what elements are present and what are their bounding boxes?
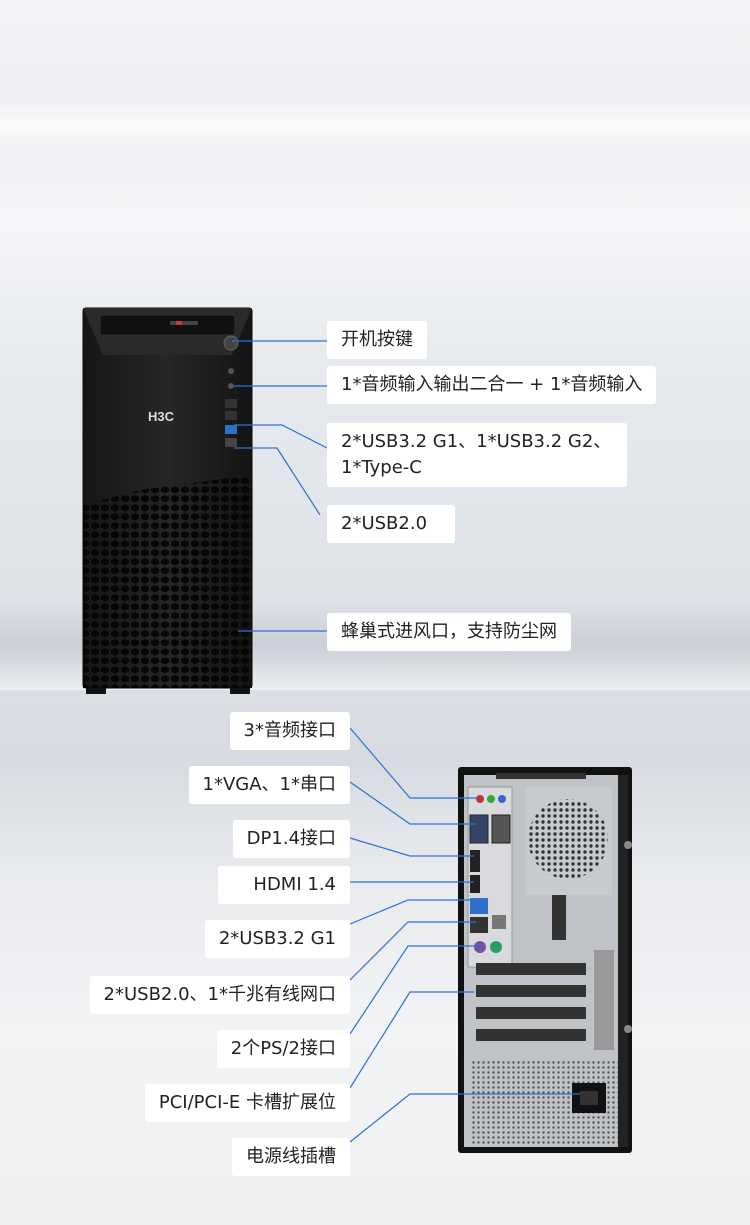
label-honeycomb-vent: 蜂巢式进风口，支持防尘网 (327, 613, 571, 651)
label-usb2-lan: 2*USB2.0、1*千兆有线网口 (89, 976, 350, 1014)
label-front-usb3: 2*USB3.2 G1、1*USB3.2 G2、 1*Type-C (327, 423, 627, 487)
rear-pc-illustration (458, 767, 632, 1153)
label-rear-audio: 3*音频接口 (229, 712, 350, 750)
label-power-button: 开机按键 (327, 321, 427, 359)
label-vga-serial: 1*VGA、1*串口 (188, 766, 350, 804)
label-front-usb2: 2*USB2.0 (327, 505, 455, 543)
label-power-socket: 电源线插槽 (232, 1138, 350, 1176)
label-hdmi: HDMI 1.4 (218, 866, 350, 904)
label-ps2: 2个PS/2接口 (216, 1030, 350, 1068)
background-band-top (0, 95, 750, 155)
front-pc-illustration: H3C (82, 307, 253, 694)
label-front-audio: 1*音频输入输出二合一 + 1*音频输入 (327, 366, 657, 404)
label-front-usb3-line1: 2*USB3.2 G1、1*USB3.2 G2、 (341, 431, 612, 452)
label-displayport: DP1.4接口 (232, 820, 350, 858)
front-brand-logo: H3C (148, 409, 175, 424)
label-rear-usb3: 2*USB3.2 G1 (204, 920, 350, 958)
label-pci-slots: PCI/PCI-E 卡槽扩展位 (144, 1084, 350, 1122)
label-front-usb3-line2: 1*Type-C (341, 457, 422, 478)
